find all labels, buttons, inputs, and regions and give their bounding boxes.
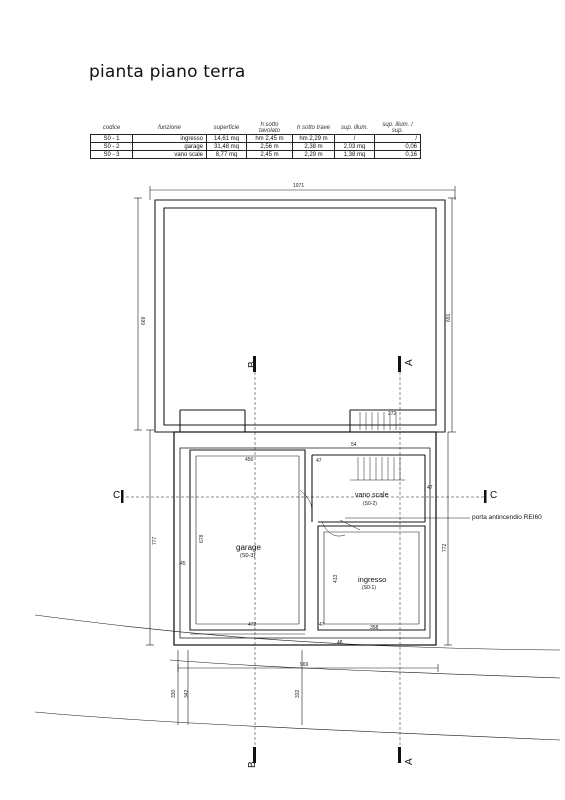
section-label-a-top: A <box>404 359 415 366</box>
upper-enclosure-walls <box>154 199 446 433</box>
dim-bottom-left-1: 330 <box>171 689 177 698</box>
dim-small-45: 45 <box>180 561 186 567</box>
room-table: codice funzione superficie h sotto tavol… <box>90 122 421 159</box>
dim-small-48: 48 <box>337 640 343 646</box>
dim-small-272: 272 <box>388 411 397 417</box>
garage-code: (S0-3) <box>240 553 256 559</box>
ingresso-code: (S0-1) <box>362 585 376 591</box>
dim-ingresso-width: 358 <box>370 625 379 631</box>
ingresso-walls <box>317 525 426 631</box>
section-label-c-right: C <box>490 490 498 501</box>
section-label-c-left: C <box>113 490 121 501</box>
dim-small-47-a: 47 <box>316 458 322 464</box>
table-cell: 0,16 <box>374 150 421 159</box>
dim-left-upper: 669 <box>141 316 147 325</box>
table-row: S0 - 1 ingresso 14,61 mq hm 2,45 m hm 2,… <box>90 134 421 143</box>
vano-scale-walls <box>311 454 426 523</box>
building-outer-walls <box>173 431 437 646</box>
dim-bottom-mid: 332 <box>295 689 301 698</box>
dim-right-upper: 691 <box>446 313 452 322</box>
dim-small-47-c: 47 <box>427 485 433 491</box>
dimension-line-right <box>444 197 456 646</box>
table-row: S0 - 3 vano scale 8,77 mq 2,45 m 2,29 m … <box>90 150 421 159</box>
dim-bottom-total: 969 <box>300 662 309 668</box>
dim-garage-bottom: 472 <box>248 622 257 628</box>
page-title: pianta piano terra <box>89 62 246 82</box>
stair-treads <box>350 457 405 481</box>
ingresso-label: ingresso <box>358 575 387 584</box>
garage-label: garage <box>236 543 261 552</box>
dim-top-width: 1071 <box>293 183 305 189</box>
fire-door-annotation: porta antincendio REI60 <box>472 514 542 521</box>
table-row: S0 - 2 garage 31,48 mq 2,56 m 2,38 m 2,0… <box>90 142 421 151</box>
upper-stair <box>359 412 397 430</box>
section-label-b-bottom: B <box>247 761 258 768</box>
garage-walls <box>189 449 306 635</box>
dimension-line-left <box>134 197 154 646</box>
door-swings <box>299 489 361 537</box>
vano-scale-code: (S0-2) <box>363 501 377 507</box>
section-label-a-bottom: A <box>404 758 415 765</box>
dim-left-lower: 777 <box>152 536 158 545</box>
dim-right-lower: 772 <box>442 543 448 552</box>
section-markers <box>121 356 487 763</box>
dimension-line-bottom <box>177 650 439 725</box>
dim-ingresso-height: 413 <box>333 574 339 583</box>
dim-garage-height: 678 <box>199 534 205 543</box>
vano-scale-label: vano scale <box>355 492 389 499</box>
dim-small-54: 54 <box>351 442 357 448</box>
dim-bottom-left-2: 342 <box>184 689 190 698</box>
section-label-b-top: B <box>247 361 258 368</box>
dimension-line-top <box>149 186 456 200</box>
terrain-lines <box>34 614 561 741</box>
dim-small-47-b: 47 <box>319 622 325 628</box>
dim-garage-top: 456 <box>245 457 254 463</box>
